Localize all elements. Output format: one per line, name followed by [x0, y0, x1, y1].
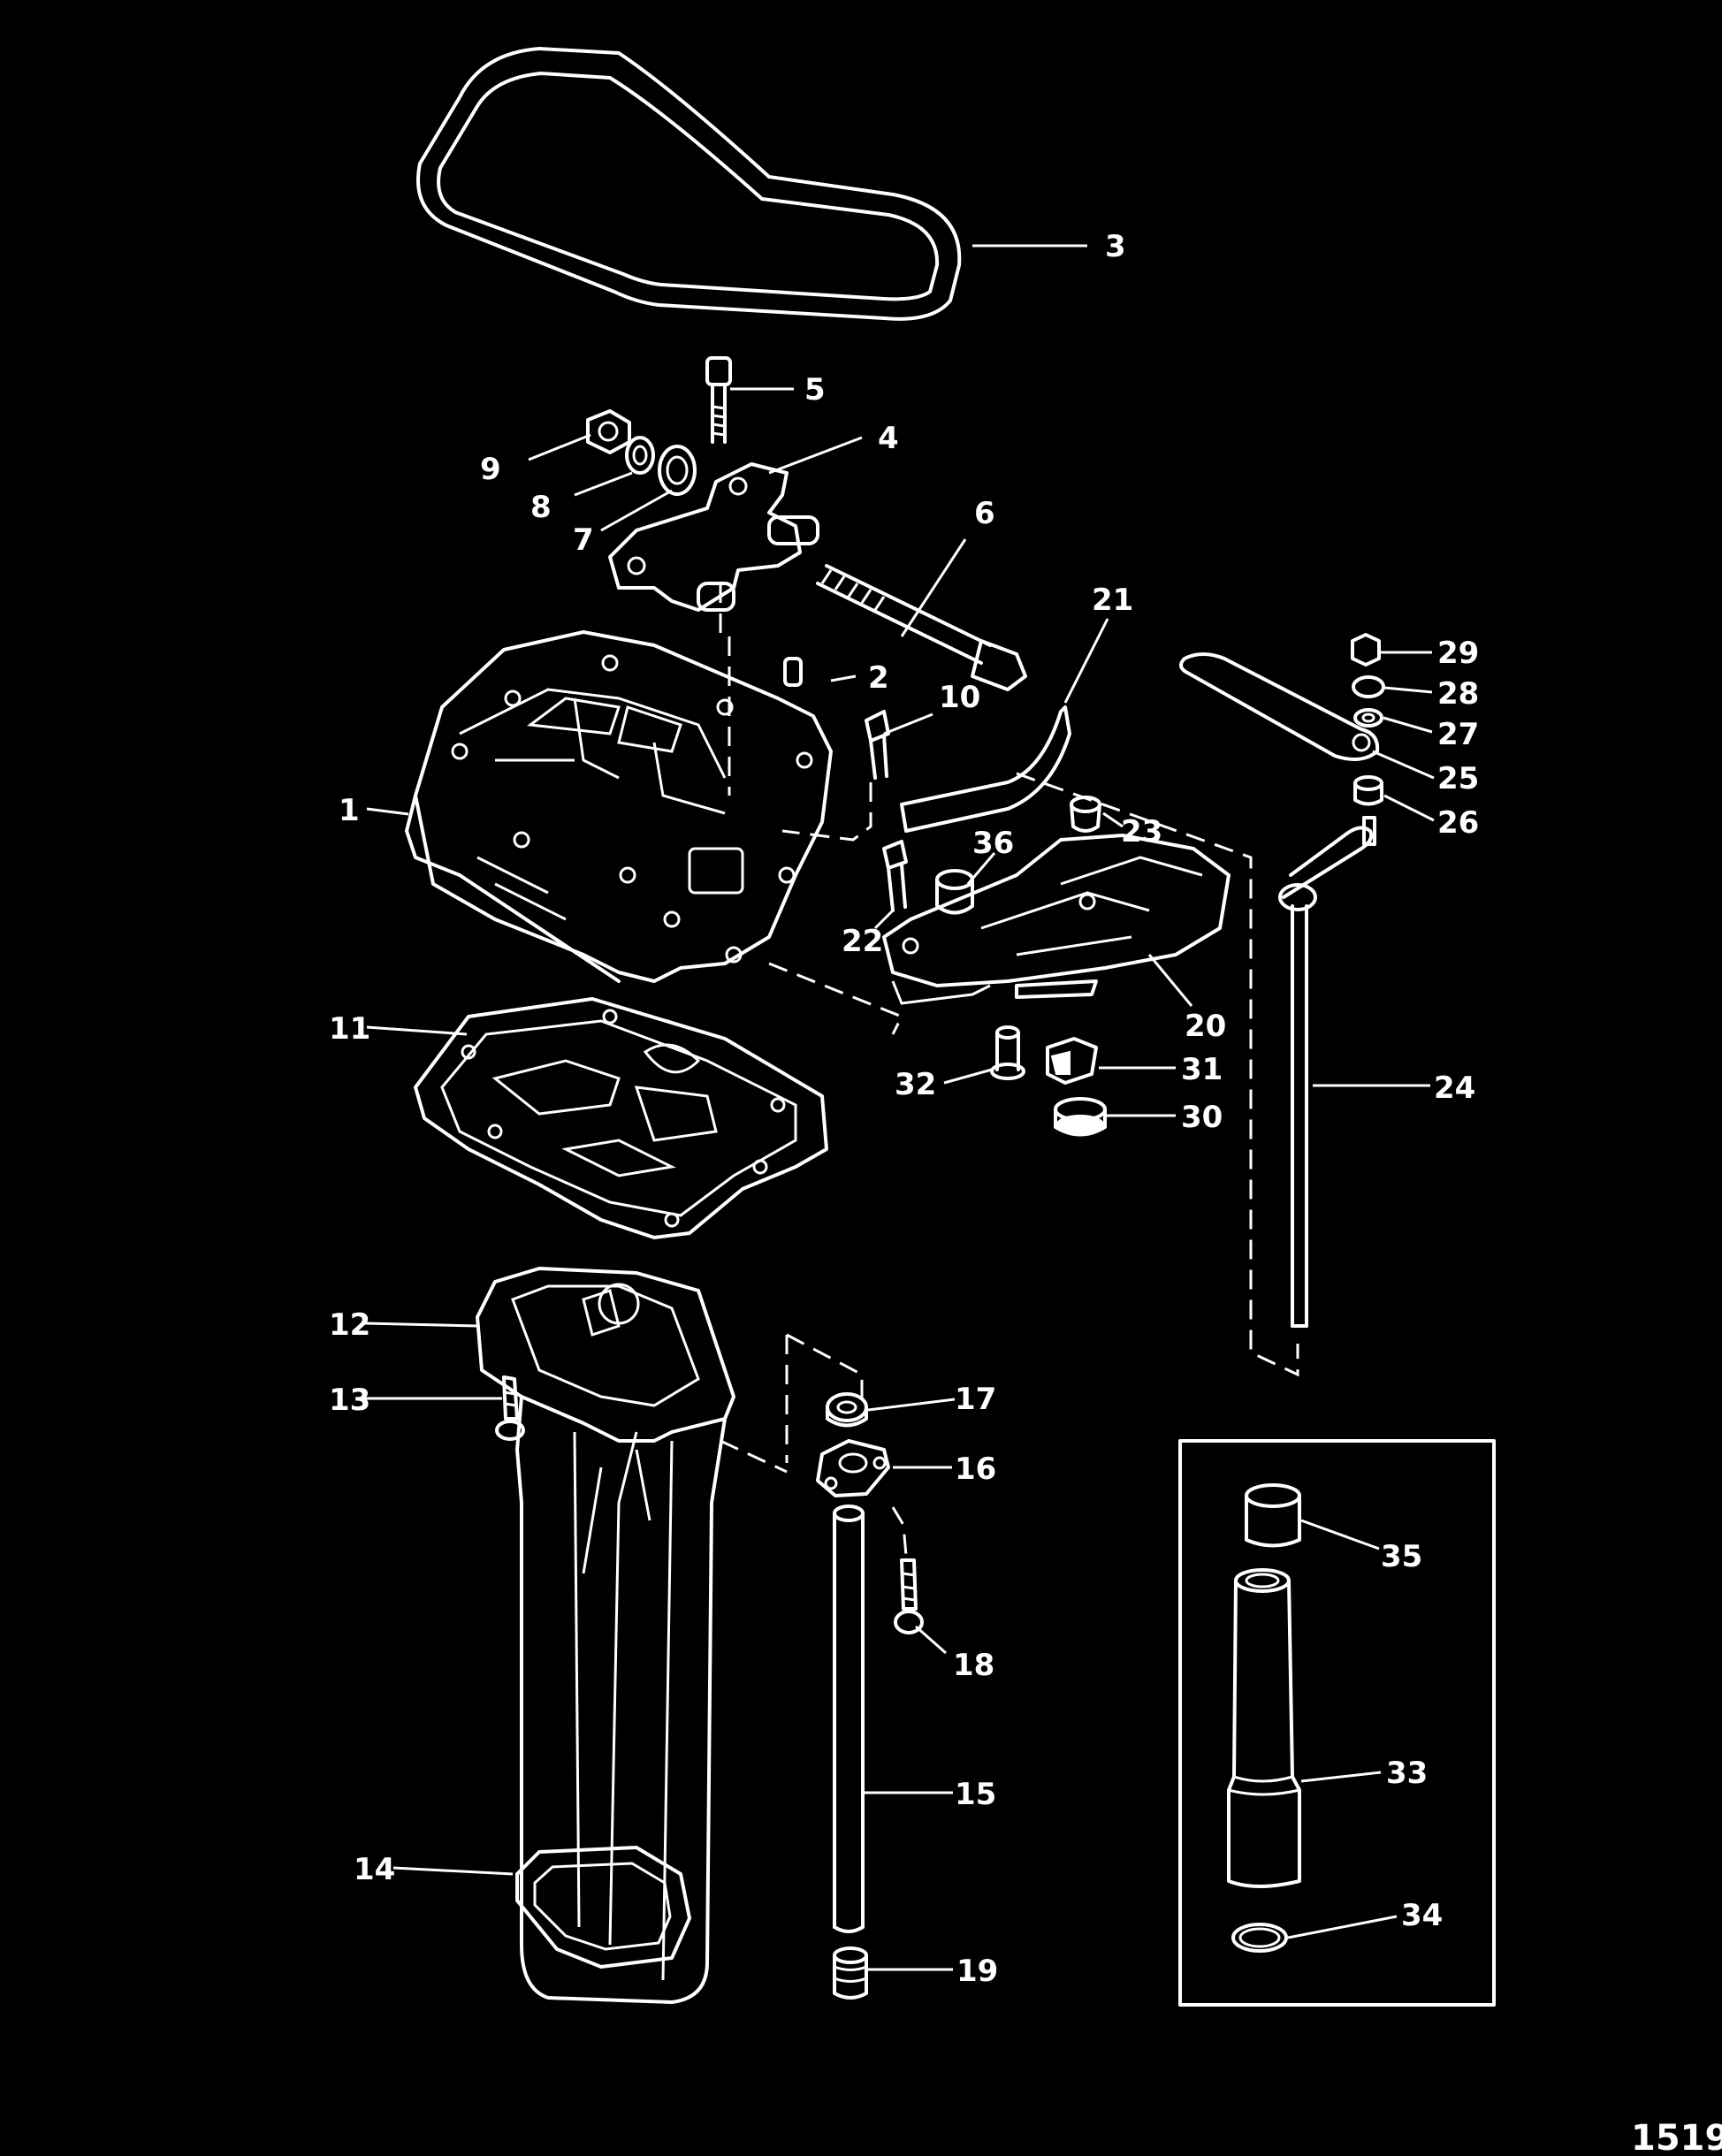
part-24-shaft — [1278, 816, 1376, 1328]
part-14-seal — [515, 1846, 691, 1969]
label-13: 13 — [329, 1383, 370, 1418]
label-22: 22 — [842, 924, 883, 959]
part-32-pin — [990, 1025, 1025, 1080]
label-6: 6 — [974, 496, 995, 531]
label-24: 24 — [1434, 1070, 1475, 1106]
label-11: 11 — [329, 1011, 370, 1047]
label-32: 32 — [895, 1067, 936, 1102]
part-22-bolt — [882, 840, 908, 912]
callout-labels: 1 2 3 4 5 6 7 8 9 10 11 12 13 14 15 16 1… — [329, 229, 1722, 2156]
label-23: 23 — [1121, 814, 1162, 849]
part-34-o-ring — [1231, 1923, 1288, 1953]
label-3: 3 — [1105, 229, 1126, 264]
label-12: 12 — [329, 1307, 370, 1343]
label-25: 25 — [1437, 761, 1479, 796]
part-5-bolt — [705, 356, 732, 444]
part-4-bracket — [608, 462, 819, 612]
part-12-driveshaft-housing — [476, 1267, 735, 2004]
part-26-bushing — [1353, 775, 1383, 806]
label-20: 20 — [1185, 1009, 1226, 1044]
part-13-bolt — [495, 1375, 525, 1441]
label-10: 10 — [939, 680, 980, 715]
label-14: 14 — [354, 1852, 395, 1887]
part-30-puck — [1054, 1097, 1107, 1137]
label-5: 5 — [804, 372, 826, 408]
part-29-nut — [1351, 633, 1381, 667]
part-10-bolt — [865, 710, 890, 780]
label-31: 31 — [1181, 1052, 1223, 1087]
part-3-seal-ring — [416, 47, 962, 321]
label-26: 26 — [1437, 805, 1479, 841]
label-4: 4 — [878, 421, 899, 456]
part-25-link — [1179, 652, 1380, 761]
part-16-retainer — [816, 1439, 890, 1497]
label-34: 34 — [1401, 1898, 1443, 1933]
label-27: 27 — [1437, 717, 1479, 752]
part-18-screw — [894, 1558, 924, 1634]
part-8-washer — [625, 436, 655, 475]
label-28: 28 — [1437, 676, 1479, 712]
label-9: 9 — [480, 452, 501, 487]
part-33-sleeve — [1227, 1568, 1301, 1888]
part-9-nut — [586, 409, 631, 454]
label-21: 21 — [1092, 583, 1133, 618]
part-23-bolt — [1070, 796, 1101, 833]
part-6-long-bolt — [816, 564, 1027, 691]
part-35-bushing — [1245, 1483, 1301, 1548]
label-17: 17 — [955, 1382, 996, 1417]
part-11-gasket — [414, 997, 828, 1239]
label-18: 18 — [953, 1648, 994, 1683]
part-27-clip — [1353, 708, 1383, 728]
alignment-lines — [719, 583, 1299, 1557]
label-30: 30 — [1181, 1100, 1223, 1135]
part-20-cover — [882, 834, 1231, 1005]
figure-number: 15190 — [1631, 2118, 1722, 2156]
label-2: 2 — [868, 660, 889, 696]
part-17-grommet — [826, 1392, 868, 1428]
part-7-washer — [658, 445, 697, 496]
label-16: 16 — [955, 1451, 996, 1487]
part-28-washer — [1352, 675, 1385, 698]
inset-kit-box — [1178, 1439, 1496, 2007]
part-19-grommet — [833, 1946, 868, 2000]
part-31-clip — [1046, 1037, 1098, 1085]
leader-lines — [364, 244, 1435, 1971]
part-1-adapter-plate — [405, 630, 833, 983]
label-1: 1 — [339, 793, 360, 828]
label-33: 33 — [1386, 1756, 1428, 1791]
label-7: 7 — [573, 522, 594, 558]
part-15-tube — [833, 1505, 865, 1933]
label-19: 19 — [956, 1954, 998, 1989]
label-8: 8 — [530, 490, 552, 525]
part-21-strip — [900, 705, 1071, 833]
label-36: 36 — [972, 826, 1014, 861]
label-35: 35 — [1381, 1539, 1422, 1574]
label-29: 29 — [1437, 636, 1479, 671]
label-15: 15 — [955, 1777, 996, 1812]
part-2-pin — [783, 657, 803, 687]
